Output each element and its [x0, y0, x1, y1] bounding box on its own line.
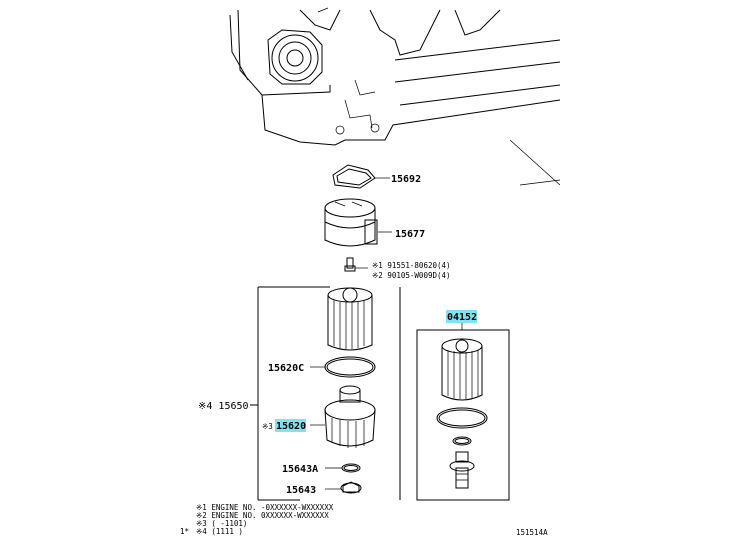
highlight-04152: [446, 310, 477, 323]
label-15677[interactable]: 15677: [395, 229, 425, 240]
footnote-4: ※4 (1111 ): [196, 527, 243, 536]
label-04152[interactable]: 04152: [447, 312, 477, 323]
engine-block: [229, 7, 561, 186]
label-bolt-1: ※1 91551-80620(4): [372, 261, 451, 270]
label-15692[interactable]: 15692: [391, 174, 421, 185]
cap-15620: [310, 385, 376, 448]
assembly-bracket-left: [250, 286, 401, 501]
oring-15643A: [325, 463, 361, 473]
footnote-3: ※3 ( -1101): [196, 519, 247, 528]
label-15620-prefix: ※3: [262, 422, 273, 431]
bolt: [344, 257, 368, 272]
plug-15643: [325, 481, 362, 494]
label-15650[interactable]: ※4 15650: [198, 401, 249, 412]
highlight-15620: [275, 419, 306, 432]
label-15620[interactable]: 15620: [276, 421, 306, 432]
footnote-1: ※1 ENGINE NO. -0XXXXXX-WXXXXXX: [196, 503, 334, 512]
label-15643A[interactable]: 15643A: [282, 464, 318, 475]
assembly-box-right: [416, 322, 510, 501]
label-15620C[interactable]: 15620C: [268, 363, 304, 374]
label-bolt-2: ※2 90105-W009D(4): [372, 271, 451, 280]
oring-15620C: [310, 356, 376, 378]
filter-element-left: [327, 287, 373, 351]
label-15643[interactable]: 15643: [286, 485, 316, 496]
housing-15677: [324, 198, 392, 247]
gasket-15692: [332, 164, 390, 189]
footnote-mark: 1*: [180, 527, 189, 536]
footnote-2: ※2 ENGINE NO. 0XXXXXX-WXXXXXX: [196, 511, 329, 520]
diagram-id: 151514A: [516, 528, 548, 537]
